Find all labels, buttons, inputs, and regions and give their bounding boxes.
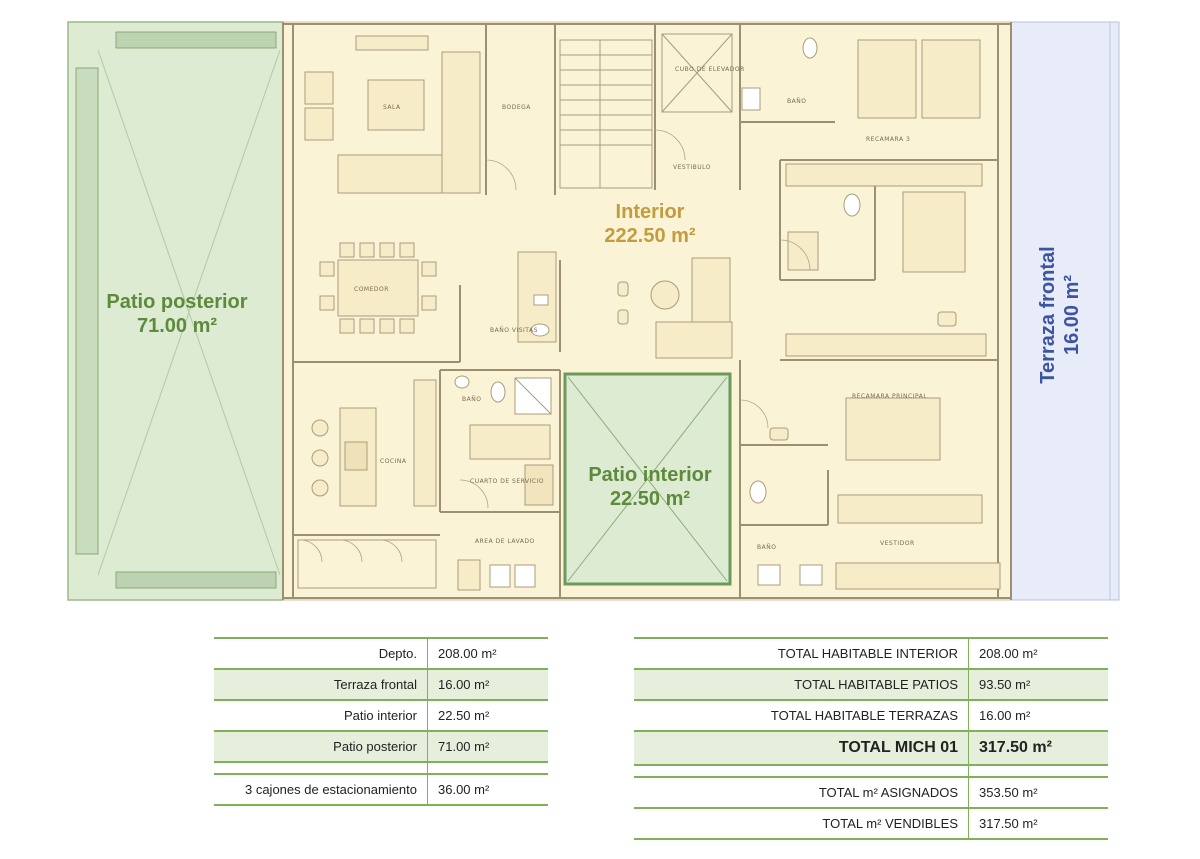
summary-value: 36.00 m² xyxy=(427,773,548,806)
bedroom-furniture xyxy=(769,39,1001,590)
room-label-bodega: BODEGA xyxy=(502,104,531,111)
cocina-furniture xyxy=(297,379,437,589)
patio-posterior-size: 71.00 m² xyxy=(136,315,218,337)
elevator-shaft xyxy=(661,33,733,113)
terraza-frontal-name: Terraza frontal xyxy=(1037,246,1059,384)
room-label-vestidor: VESTIDOR xyxy=(880,540,915,547)
totals-label: TOTAL HABITABLE PATIOS xyxy=(634,668,969,700)
totals-gap xyxy=(634,764,1108,777)
bathroom-fixtures xyxy=(454,37,861,591)
summary-row-depto: Depto. 208.00 m² xyxy=(214,637,548,669)
room-label-bano-3: BAÑO xyxy=(757,544,777,551)
room-label-sala: SALA xyxy=(383,104,401,111)
totals-row-patios: TOTAL HABITABLE PATIOS 93.50 m² xyxy=(634,668,1108,700)
room-label-recamara-principal: RECAMARA PRINCIPAL xyxy=(852,393,928,400)
totals-value: 317.50 m² xyxy=(968,730,1108,765)
summary-row-estacionamiento: 3 cajones de estacionamiento 36.00 m² xyxy=(214,773,548,806)
area-summary-table: Depto. 208.00 m² Terraza frontal 16.00 m… xyxy=(214,637,548,806)
summary-value: 71.00 m² xyxy=(427,730,548,762)
interior-label: Interior 222.50 m² xyxy=(575,200,725,248)
summary-label: Terraza frontal xyxy=(214,668,428,700)
room-label-cuarto-servicio: CUARTO DE SERVICIO xyxy=(470,478,545,485)
room-label-vestibulo: VESTIBULO xyxy=(673,164,711,171)
lounge-furniture xyxy=(617,257,733,359)
totals-row-terrazas: TOTAL HABITABLE TERRAZAS 16.00 m² xyxy=(634,699,1108,731)
interior-name: Interior xyxy=(615,201,685,223)
totals-label: TOTAL m² VENDIBLES xyxy=(634,807,969,840)
patio-posterior-planter-top xyxy=(115,31,277,49)
room-label-cocina: COCINA xyxy=(380,458,407,465)
floor-plan: Patio posterior 71.00 m² Interior 222.50… xyxy=(67,21,1120,601)
room-label-recamara-3: RECAMARA 3 xyxy=(866,136,911,143)
patio-posterior-name: Patio posterior xyxy=(106,291,248,313)
totals-label: TOTAL MICH 01 xyxy=(634,730,969,765)
summary-label: Patio interior xyxy=(214,699,428,731)
patio-posterior-label: Patio posterior 71.00 m² xyxy=(92,290,262,338)
totals-value: 317.50 m² xyxy=(968,807,1108,840)
totals-label: TOTAL HABITABLE TERRAZAS xyxy=(634,699,969,731)
patio-interior-cross-2 xyxy=(567,376,728,582)
summary-row-terraza-frontal: Terraza frontal 16.00 m² xyxy=(214,668,548,700)
totals-row-vendibles: TOTAL m² VENDIBLES 317.50 m² xyxy=(634,807,1108,840)
terraza-frontal-size: 16.00 m² xyxy=(1061,274,1083,356)
room-label-bano-1: BAÑO xyxy=(787,98,807,105)
interior-size: 222.50 m² xyxy=(604,225,696,247)
room-label-bano-2: BAÑO xyxy=(462,396,482,403)
summary-value: 208.00 m² xyxy=(427,637,548,669)
summary-gap xyxy=(214,761,548,774)
patio-interior-label: Patio interior 22.50 m² xyxy=(560,463,740,511)
staircase xyxy=(559,39,653,189)
totals-value: 208.00 m² xyxy=(968,637,1108,669)
room-label-cubo-elevador: CUBO DE ELEVADOR xyxy=(675,66,745,73)
walls xyxy=(282,22,1012,600)
totals-value: 93.50 m² xyxy=(968,668,1108,700)
totals-row-asignados: TOTAL m² ASIGNADOS 353.50 m² xyxy=(634,776,1108,808)
summary-row-patio-posterior: Patio posterior 71.00 m² xyxy=(214,730,548,762)
summary-label: 3 cajones de estacionamiento xyxy=(214,773,428,806)
patio-interior-size: 22.50 m² xyxy=(609,488,691,510)
patio-posterior-planter-left xyxy=(75,67,99,555)
totals-row-interior: TOTAL HABITABLE INTERIOR 208.00 m² xyxy=(634,637,1108,669)
patio-posterior-planter-bottom xyxy=(115,571,277,589)
comedor-furniture xyxy=(319,242,437,334)
sala-furniture xyxy=(304,35,481,194)
summary-row-patio-interior: Patio interior 22.50 m² xyxy=(214,699,548,731)
room-label-bano-visitas: BAÑO VISITAS xyxy=(490,327,538,334)
patio-posterior-cross-2 xyxy=(97,49,281,576)
patio-interior-name: Patio interior xyxy=(588,464,712,486)
patio-posterior-area xyxy=(67,21,284,601)
totals-table: TOTAL HABITABLE INTERIOR 208.00 m² TOTAL… xyxy=(634,637,1108,840)
summary-label: Patio posterior xyxy=(214,730,428,762)
room-label-comedor: COMEDOR xyxy=(354,286,389,293)
room-label-area-lavado: AREA DE LAVADO xyxy=(475,538,535,545)
summary-label: Depto. xyxy=(214,637,428,669)
totals-label: TOTAL m² ASIGNADOS xyxy=(634,776,969,808)
totals-label: TOTAL HABITABLE INTERIOR xyxy=(634,637,969,669)
floor-plan-drawing xyxy=(67,21,1120,601)
summary-value: 16.00 m² xyxy=(427,668,548,700)
totals-value: 353.50 m² xyxy=(968,776,1108,808)
totals-value: 16.00 m² xyxy=(968,699,1108,731)
summary-value: 22.50 m² xyxy=(427,699,548,731)
totals-row-mich-01: TOTAL MICH 01 317.50 m² xyxy=(634,730,1108,765)
door-swings xyxy=(299,129,811,563)
